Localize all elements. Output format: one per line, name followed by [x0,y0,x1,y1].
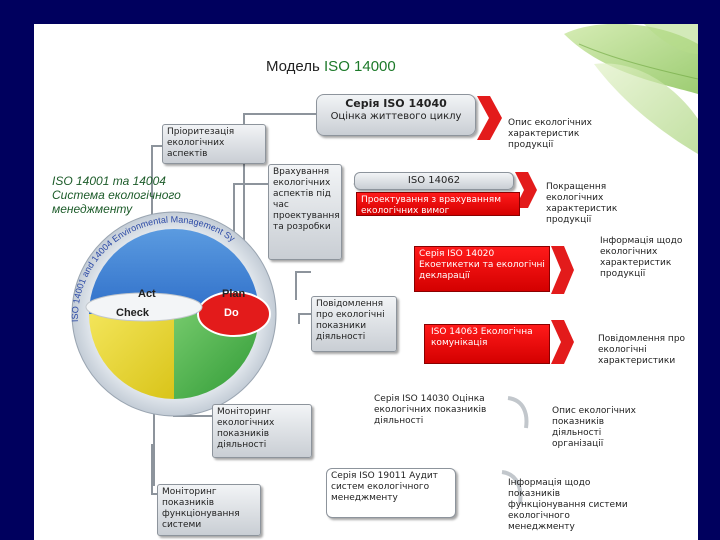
info-functioning-text: Інформація щодо показників функціонуванн… [508,478,628,532]
series-14030-text: Серія ISO 14030 Оцінка екологічних показ… [374,394,487,426]
info-functioning-label: Інформація щодо показників функціонуванн… [508,478,638,533]
wheel-do-label: Do [224,307,239,319]
desc-org-text: Опис екологічних показників діяльності о… [552,406,636,449]
monitoring-system-box: Моніторинг показників функціонування сис… [157,484,261,536]
monitoring-system-text: Моніторинг показників функціонування сис… [162,487,240,530]
reports-text: Повідомлення про екологічні показники ді… [316,299,385,342]
wheel-act-label: Act [138,288,156,300]
leaves-decoration [564,24,698,154]
desc-characteristics-label: Опис екологічних характеристик продукції [508,118,618,151]
wheel-act-band [85,292,203,322]
series-14020-text: Серія ISO 14020 Екоетикетки та екологічн… [419,249,545,281]
desc-org-label: Опис екологічних показників діяльності о… [552,406,642,450]
design-req-text: Проектування з врахуванням екологічних в… [361,195,502,216]
iso-14001-text: ISO 14001 та 14004 Система екологічного … [52,174,181,216]
pdca-wheel: ISO 14001 and 14004 Environmental Manage… [34,24,277,417]
iso-14062-box: ISO 14062 [354,172,514,190]
report-characteristics-label: Повідомлення про екологічні характеристи… [598,334,696,367]
accounting-text: Врахування екологічних аспектів під час … [273,167,340,232]
prioritization-text: Пріоритезація екологічних аспектів [167,127,235,159]
slide: Модель ISO 14000 Пріоритезація екологічн… [34,24,698,540]
series-19011-text: Серія ISO 19011 Аудит систем екологічног… [331,471,438,503]
iso-14062-text: ISO 14062 [407,175,461,186]
wheel-check-label: Check [116,307,150,319]
report-characteristics-text: Повідомлення про екологічні характеристи… [598,334,686,366]
monitoring-indicators-text: Моніторинг екологічних показників діяльн… [217,407,275,450]
series-14030-label: Серія ISO 14030 Оцінка екологічних показ… [374,394,504,427]
improve-characteristics-label: Покращення екологічних характеристик про… [546,182,656,226]
series-19011-box: Серія ISO 19011 Аудит систем екологічног… [326,468,456,518]
wheel-do-ellipse [197,291,271,337]
wheel-plan-label: Plan [222,288,246,300]
series-14040-box: Серія ISO 14040 Оцінка життевого циклу [316,94,476,136]
title-highlight: ISO 14000 [324,58,396,75]
iso-14063-box: ISO 14063 Екологічна комунікація [424,324,550,364]
accounting-box: Врахування екологічних аспектів під час … [268,164,342,260]
design-req-box: Проектування з врахуванням екологічних в… [356,192,520,216]
iso-14063-text: ISO 14063 Екологічна комунікація [431,327,533,348]
prioritization-box: Пріоритезація екологічних аспектів [162,124,266,164]
wheel-check-quadrant [89,314,174,399]
iso-14001-label: ISO 14001 та 14004 Система екологічного … [52,174,182,216]
title-prefix: Модель [266,58,325,75]
desc-characteristics-text: Опис екологічних характеристик продукції [508,118,592,150]
series-14040-title: Серія ISO 14040 [345,97,447,110]
monitoring-indicators-box: Моніторинг екологічних показників діяльн… [212,404,312,458]
improve-characteristics-text: Покращення екологічних характеристик про… [546,182,618,225]
info-characteristics-label: Інформація щодо екологічних характеристи… [600,236,696,280]
info-characteristics-text: Інформація щодо екологічних характеристи… [600,236,683,279]
series-14020-box: Серія ISO 14020 Екоетикетки та екологічн… [414,246,550,292]
series-14040-sub: Оцінка життевого циклу [330,111,462,122]
reports-box: Повідомлення про екологічні показники ді… [311,296,397,352]
page-title: Модель ISO 14000 [266,58,396,75]
